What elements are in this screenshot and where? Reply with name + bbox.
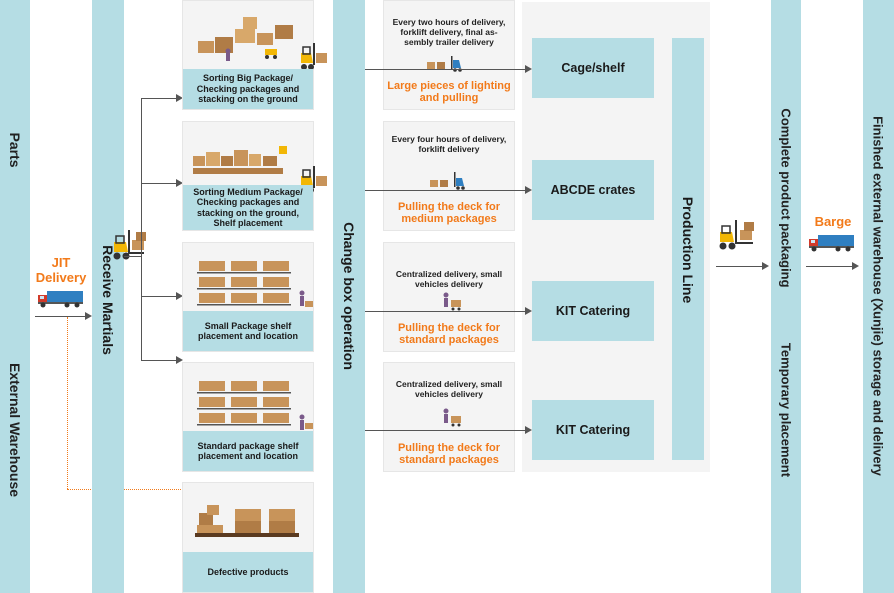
barge-label: Barge [814,214,852,229]
defective-pallet-illustration [195,505,299,537]
flow-head-1 [525,65,532,73]
complete-packaging-label: Complete product packaging [778,108,794,288]
forklift-icon [719,220,754,250]
branch-line-3 [124,256,141,257]
truck-icon [37,290,85,308]
shelf-rack-illustration [197,381,313,430]
delivery-description: Every four hours of delivery, forklift d… [391,134,507,155]
change-box-label: Change box operation [341,222,357,370]
flow-head-4 [525,426,532,434]
defective-return-path [67,317,68,489]
flow-line-2 [365,190,525,191]
sorting-caption: Sorting Medium Package/ Checking package… [183,185,313,230]
delivery-card-3: Centralized delivery, small vehicles del… [383,242,515,352]
target-abcde-crates: ABCDE crates [532,160,654,220]
sorting-caption: Standard package shelf placement and loc… [183,431,313,471]
branch-trunk [141,98,142,360]
sorting-card-big: Sorting Big Package/ Checking packages a… [182,0,327,110]
temporary-placement-label: Temporary placement [778,342,794,478]
branch-head-4 [176,356,183,364]
flow-line-1 [365,69,525,70]
delivery-card-4: Centralized delivery, small vehicles del… [383,362,515,472]
finished-warehouse-bar: Finished external warehouse (Xunjie) sto… [863,0,894,593]
sorting-caption: Sorting Big Package/ Checking packages a… [183,69,313,109]
branch-head-2 [176,179,183,187]
jit-arrow-head [85,312,92,320]
flow-head-3 [525,307,532,315]
branch-head-1 [176,94,183,102]
external-warehouse-label: External Warehouse [7,362,23,498]
medium-package-stack-illustration [193,146,287,174]
delivery-description: Centralized delivery, small vehicles del… [395,269,503,290]
finished-warehouse-label: Finished external warehouse (Xunjie) sto… [870,116,886,476]
sorting-card-defective: Defective products [182,482,314,593]
jit-label-line2: Delivery [35,269,87,285]
receive-materials-bar: Receive Martials [92,0,124,593]
to-packaging-head [762,262,769,270]
forklift-icon [427,56,462,72]
jit-arrow-line [35,316,85,317]
external-warehouse-bar: Parts External Warehouse [0,0,30,593]
parts-label: Parts [7,132,23,168]
jit-label-line1: JIT [51,255,71,270]
delivery-description: Every two hours of delivery, forklift de… [392,17,506,48]
sorting-card-standard: Standard package shelf placement and loc… [182,362,314,472]
target-kit-catering: KIT Catering [532,281,654,341]
sorting-caption: Small Package shelf placement and locati… [183,311,313,351]
hand-cart-icon [443,292,461,311]
hand-cart-icon [443,408,461,427]
branch-line-2 [141,183,176,184]
branch-line-3b [141,296,176,297]
flow-head-2 [525,186,532,194]
to-packaging-line [716,266,762,267]
branch-line-1 [141,98,176,99]
target-kit-catering: KIT Catering [532,400,654,460]
delivery-card-1: Every two hours of delivery, forklift de… [383,0,515,110]
flow-line-3 [365,311,525,312]
branch-head-3 [176,292,183,300]
jit-label: JIT Delivery [30,255,92,286]
delivery-card-2: Every four hours of delivery, forklift d… [383,121,515,231]
barge-arrow-line [806,266,852,267]
flow-line-4 [365,430,525,431]
delivery-method: Pulling the deck for standard packages [397,321,501,347]
barge-truck-icon [808,234,856,252]
forklift-icon [110,228,154,264]
sorting-card-small: Small Package shelf placement and locati… [182,242,314,352]
barge-arrow-head [852,262,859,270]
delivery-method: Pulling the deck for medium packages [397,200,501,226]
shelf-rack-illustration [197,261,313,307]
delivery-method: Large pieces of lighting and pulling [387,79,511,105]
big-package-stack-illustration [198,17,293,61]
delivery-method: Pulling the deck for standard packages [397,441,501,467]
packaging-bar: Complete product packaging Temporary pla… [771,0,801,593]
delivery-description: Centralized delivery, small vehicles del… [395,379,503,400]
defective-return-path-horizontal [67,489,181,490]
sorting-caption: Defective products [183,552,313,592]
production-line-label: Production Line [680,196,696,304]
change-box-bar: Change box operation [333,0,365,593]
target-cage-shelf: Cage/shelf [532,38,654,98]
forklift-icon [301,43,327,70]
sorting-card-medium: Sorting Medium Package/ Checking package… [182,121,327,231]
branch-line-4 [141,360,176,361]
production-line-bar: Production Line [672,38,704,460]
forklift-icon [430,172,465,190]
